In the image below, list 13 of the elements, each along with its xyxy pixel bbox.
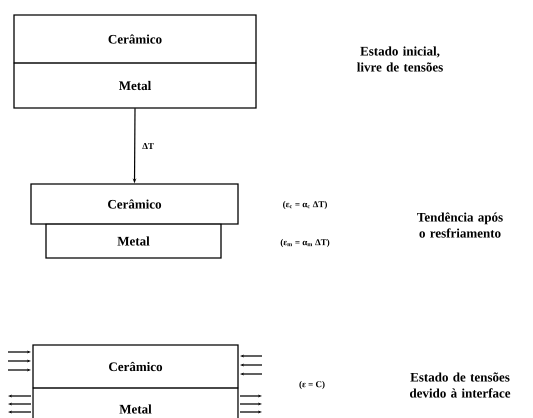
layer-box: Metal: [32, 387, 239, 418]
formula-label: (ε$_{c}$ = α$_{c}$ ΔT): [283, 200, 327, 210]
layer-box: Metal: [45, 223, 222, 259]
layer-box: Cerâmico: [32, 344, 239, 389]
caption-text: Estado inicial, livre de tensões: [357, 46, 443, 72]
caption-text: Estado de tensões devido à interface: [410, 372, 510, 398]
layer-box: Metal: [13, 62, 257, 109]
formula-label: (ε = C): [299, 380, 325, 390]
edge-label: ΔT: [142, 143, 154, 149]
caption-text: Tendência após o resfriamento: [417, 212, 503, 238]
formula-label: (ε$_{m}$ = α$_{m}$ ΔT): [280, 238, 330, 248]
layer-box: Cerâmico: [30, 183, 239, 225]
layer-box: Cerâmico: [13, 14, 257, 64]
